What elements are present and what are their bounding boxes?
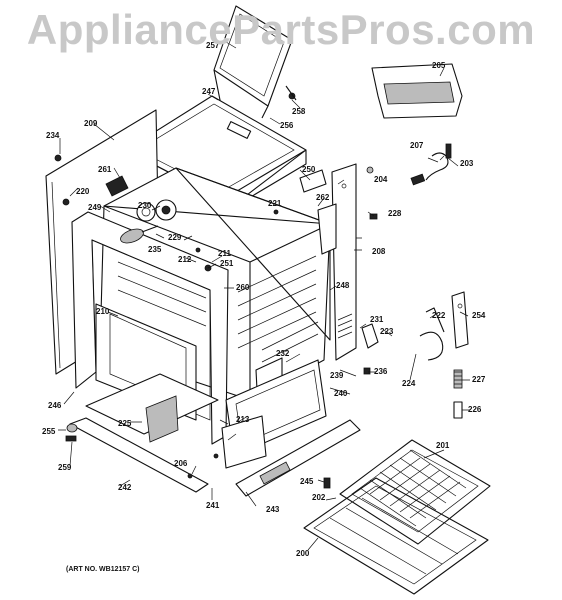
callout-221: 221: [268, 199, 282, 208]
callout-235: 235: [148, 245, 162, 254]
callout-220: 220: [76, 187, 90, 196]
fasteners: [54, 85, 378, 489]
callout-258: 258: [292, 107, 306, 116]
part-254-hinge-arm: [451, 291, 469, 349]
callout-243: 243: [266, 505, 280, 514]
part-203-wire: [410, 143, 452, 186]
callout-251: 251: [220, 259, 234, 268]
part-243-manifold: [235, 419, 361, 497]
part-235-igniter: [120, 225, 159, 244]
callout-201: 201: [436, 441, 450, 450]
callout-205: 205: [432, 61, 446, 70]
callout-226: 226: [468, 405, 482, 414]
part-227-spring: [453, 369, 463, 389]
part-250-vent: [299, 169, 327, 193]
callout-228: 228: [388, 209, 402, 218]
callout-222: 222: [432, 311, 446, 320]
callout-223: 223: [380, 327, 394, 336]
callout-242: 242: [118, 483, 132, 492]
callout-261: 261: [98, 165, 112, 174]
callout-207: 207: [410, 141, 424, 150]
part-226-clip: [453, 401, 463, 419]
callout-249: 249: [88, 203, 102, 212]
part-242-kick-plate: [69, 373, 219, 493]
callout-255: 255: [42, 427, 56, 436]
part-257-lid: [213, 5, 293, 119]
callout-248: 248: [336, 281, 350, 290]
leader-lines: [58, 41, 470, 551]
part-255-leveler: [65, 423, 78, 442]
callout-239: 239: [330, 371, 344, 380]
callout-246: 246: [48, 401, 62, 410]
callout-234: 234: [46, 131, 60, 140]
callout-227: 227: [472, 375, 486, 384]
callout-labels: 257 247 256 258 209 234 261 220 249 230 …: [42, 41, 486, 558]
callout-213: 213: [236, 415, 250, 424]
callout-202: 202: [312, 493, 326, 502]
callout-224: 224: [402, 379, 416, 388]
part-208-side-strip: [331, 163, 357, 361]
oven-rack-ribs: [117, 255, 319, 363]
callout-260: 260: [236, 283, 250, 292]
callout-247: 247: [202, 87, 216, 96]
part-224-hinge: [419, 307, 445, 361]
part-261-bracket: [105, 175, 129, 197]
callout-210: 210: [96, 307, 110, 316]
callout-211: 211: [218, 249, 231, 258]
callout-204: 204: [374, 175, 388, 184]
callout-262: 262: [316, 193, 330, 202]
callout-250: 250: [302, 165, 316, 174]
callout-206: 206: [174, 459, 188, 468]
part-205-trim: [371, 63, 463, 119]
callout-236: 236: [374, 367, 388, 376]
callout-256: 256: [280, 121, 294, 130]
callout-203: 203: [460, 159, 474, 168]
callout-209: 209: [84, 119, 98, 128]
callout-240: 240: [334, 389, 348, 398]
callout-259: 259: [58, 463, 72, 472]
part-201-broiler-pan: [339, 439, 491, 545]
callout-254: 254: [472, 311, 486, 320]
callout-241: 241: [206, 501, 220, 510]
callout-231: 231: [370, 315, 384, 324]
part-213-bracket: [221, 415, 267, 469]
part-200-oven-rack: [303, 477, 489, 595]
callout-225: 225: [118, 419, 132, 428]
callout-200: 200: [296, 549, 310, 558]
callout-230: 230: [138, 201, 152, 210]
part-230-burner: [136, 199, 177, 222]
callout-245: 245: [300, 477, 314, 486]
callout-208: 208: [372, 247, 386, 256]
callout-212: 212: [178, 255, 192, 264]
callout-232: 232: [276, 349, 290, 358]
callout-257: 257: [206, 41, 220, 50]
part-231-bracket: [361, 323, 379, 349]
callout-229: 229: [168, 233, 182, 242]
part-262-bracket: [317, 203, 337, 255]
art-number: (ART NO. WB12157 C): [66, 566, 140, 573]
